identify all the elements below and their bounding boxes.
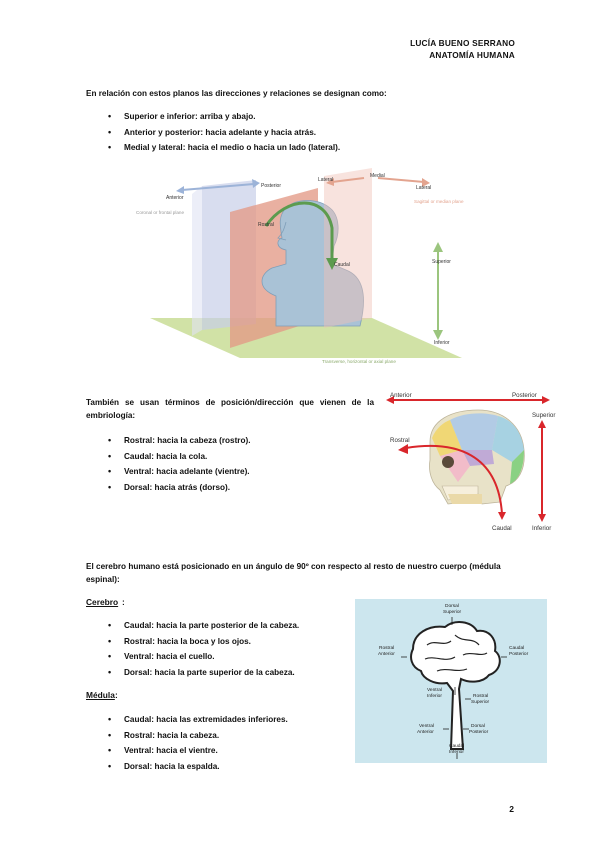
lateral-left-label: Lateral [318,177,333,183]
superior-label: Superior [432,259,451,265]
anatomical-planes-figure: Rostral Caudal Anterior Posterior Corona… [136,168,464,364]
anterior-low-label: Anterior [417,729,434,735]
anterior-left-label: Anterior [378,651,395,657]
list-item: Rostral: hacia la boca y los ojos. [108,634,299,650]
list-item: Caudal: hacia la cola. [108,449,251,465]
coronal-plane-label: Coronal or frontal plane [136,210,184,215]
directions-list: Superior e inferior: arriba y abajo. Ant… [108,109,340,156]
list-item: Rostral: hacia la cabeza (rostro). [108,433,251,449]
embryo-paragraph: También se usan términos de posición/dir… [86,398,374,420]
ventral-low-label: Ventral [419,723,434,729]
sagittal-plane-label: Sagittal or median plane [414,199,464,204]
list-item: Superior e inferior: arriba y abajo. [108,109,340,125]
list-item: Medial y lateral: hacia el medio o hacia… [108,140,340,156]
dorsal-top-label: Dorsal [445,603,459,609]
medula-list: Caudal: hacia las extremidades inferiore… [108,712,288,774]
list-item: Ventral: hacia el vientre. [108,743,288,759]
superior-label: Superior [532,412,555,419]
caudal-bottom-label: Caudal [449,743,464,749]
page-header: LUCÍA BUENO SERRANO ANATOMÍA HUMANA [410,37,515,61]
anterior-label: Anterior [390,392,412,399]
inferior-mid-label: Inferior [427,693,442,699]
brain-outline [410,621,501,750]
skull-directions-figure: Anterior Posterior Superior Inferior Ros… [386,392,555,532]
list-item: Anterior y posterior: hacia adelante y h… [108,125,340,141]
subject-title: ANATOMÍA HUMANA [429,50,515,60]
posterior-low-label: Posterior [469,729,489,735]
rostral-mid-label: Rostral [473,693,488,699]
caudal-label: Caudal [492,525,512,532]
intro-paragraph: En relación con estos planos las direcci… [86,89,387,98]
inferior-label: Inferior [532,525,551,532]
superior-mid-label: Superior [471,699,490,705]
posterior-right-label: Posterior [509,651,529,657]
list-item: Caudal: hacia las extremidades inferiore… [108,712,288,728]
anterior-label: Anterior [166,195,184,201]
list-item: Ventral: hacia adelante (vientre). [108,464,251,480]
medula-title: Médula [86,690,115,700]
lateral-right-label: Lateral [416,185,431,191]
embryo-terms-list: Rostral: hacia la cabeza (rostro). Cauda… [108,433,251,495]
rostral-label: Rostral [258,222,274,228]
cerebro-list: Caudal: hacia la parte posterior de la c… [108,618,299,680]
skull-image [429,409,525,505]
rostral-left-label: Rostral [379,645,394,651]
cerebro-title: Cerebro [86,597,119,607]
list-item: Ventral: hacia el cuello. [108,649,299,665]
brain-axis-figure: Dorsal Superior Rostral Anterior Caudal … [355,599,547,763]
superior-top-label: Superior [443,609,462,615]
list-item: Dorsal: hacia atrás (dorso). [108,480,251,496]
caudal-label: Caudal [334,262,350,268]
posterior-label: Posterior [512,392,537,399]
list-item: Caudal: hacia la parte posterior de la c… [108,618,299,634]
transverse-plane-label: Transverse, horizontal or axial plane [322,359,396,364]
page-number: 2 [509,804,514,814]
list-item: Dorsal: hacia la espalda. [108,759,288,775]
inferior-bottom-label: Inferior [449,749,464,755]
posterior-label: Posterior [261,183,281,189]
list-item: Dorsal: hacia la parte superior de la ca… [108,665,299,681]
list-item: Rostral: hacia la cabeza. [108,728,288,744]
caudal-right-label: Caudal [509,645,524,651]
brain-paragraph: El cerebro humano está posicionado en un… [86,562,501,584]
rostral-label: Rostral [390,437,410,444]
transverse-plane [150,318,462,358]
ventral-mid-label: Ventral [427,687,442,693]
medial-label: Medial [370,173,385,179]
inferior-label: Inferior [434,340,450,346]
dorsal-low-label: Dorsal [471,723,485,729]
author-name: LUCÍA BUENO SERRANO [410,38,515,48]
